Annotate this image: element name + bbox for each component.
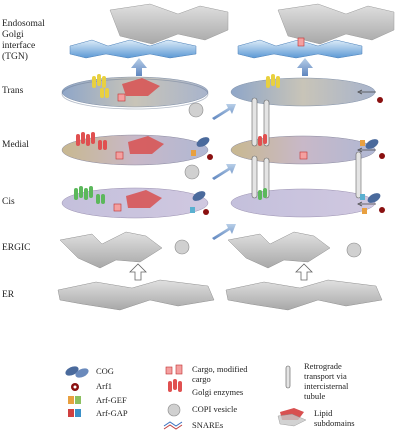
snares-icon — [163, 421, 183, 427]
golgi-enzymes-trans — [92, 74, 109, 98]
lipid-subdomain-trans — [122, 78, 160, 96]
arrow-er-to-ergic-left — [129, 263, 147, 281]
stage-label-tgn-4: (TGN) — [2, 52, 28, 62]
exchange-arrows-right — [357, 89, 376, 207]
golgi-enzymes-right — [258, 74, 280, 200]
arf-gef-icon — [68, 396, 74, 404]
cog-complex-left — [190, 137, 213, 215]
legend-label-arf-gef: Arf-GEF — [96, 395, 127, 405]
er-membrane-left — [57, 279, 215, 311]
intercisternal-tubules — [251, 97, 362, 199]
stage-label-ergic: ERGIC — [2, 243, 31, 253]
golgi-enzymes-medial — [76, 132, 107, 150]
cog-complex-right — [360, 97, 385, 214]
copi-vesicles-left — [174, 102, 204, 255]
retrograde-tubule-icon — [285, 365, 291, 389]
legend-label-retro-3: intercisternal — [304, 381, 349, 391]
cog-icon — [65, 366, 79, 376]
tgn-gray-membrane-right — [277, 3, 395, 45]
legend-label-snares: SNAREs — [192, 420, 224, 430]
arrow-diagonal-2 — [212, 164, 236, 180]
legend-label-cog: COG — [96, 366, 114, 376]
legend-label-copi-vesicle: COPI vesicle — [192, 404, 238, 414]
legend-label-retro-2: transport via — [304, 371, 347, 381]
arf-gap-icon — [68, 409, 74, 417]
stage-label-trans: Trans — [2, 86, 24, 96]
golgi-enzymes-cis — [74, 186, 105, 204]
trans-cisterna-left-rim — [61, 78, 209, 110]
arrow-trans-to-tgn-left — [131, 58, 147, 76]
cargo-icon — [165, 366, 173, 375]
lipid-subdomain-medial — [128, 136, 164, 154]
ergic-membrane-right — [227, 231, 331, 269]
stage-label-er: ER — [2, 290, 15, 300]
legend-icons — [65, 364, 307, 430]
arrow-trans-to-tgn-right — [297, 58, 313, 76]
legend-label-retro-4: tubule — [304, 391, 326, 401]
legend-label-lipid-1: Lipid — [314, 408, 333, 418]
legend-label-arf-gap: Arf-GAP — [96, 408, 128, 418]
legend-label-cargo-2: cargo — [192, 374, 211, 384]
legend-label-retro-1: Retrograde — [304, 361, 342, 371]
golgi-enzymes-icon — [168, 381, 172, 392]
stage-label-tgn-2: Golgi — [2, 30, 24, 40]
tgn-blue-tubules-right — [237, 39, 363, 59]
cargo-left — [113, 93, 138, 245]
arrow-er-to-ergic-right — [295, 263, 313, 281]
copi-vesicles-right — [346, 242, 362, 258]
ergic-membrane-left — [59, 231, 163, 269]
stage-label-cis: Cis — [2, 197, 15, 207]
lipid-subdomain-cis — [126, 190, 162, 208]
tgn-gray-membrane — [109, 3, 229, 45]
legend-label-lipid-2: subdomains — [314, 418, 355, 428]
legend-label-golgi-enzymes: Golgi enzymes — [192, 387, 244, 397]
stage-label-tgn-3: interface — [2, 41, 36, 51]
stage-label-medial: Medial — [2, 140, 29, 150]
stage-label-tgn-1: Endosomal — [2, 19, 45, 29]
legend-label-arf1: Arf1 — [96, 381, 113, 391]
arrow-diagonal-3 — [212, 224, 236, 240]
er-membrane-right — [225, 279, 383, 311]
legend-label-cargo-1: Cargo, modified — [192, 364, 248, 374]
copi-vesicle-icon — [167, 403, 181, 417]
arrow-diagonal-1 — [212, 104, 236, 120]
tgn-blue-tubules — [69, 39, 197, 59]
